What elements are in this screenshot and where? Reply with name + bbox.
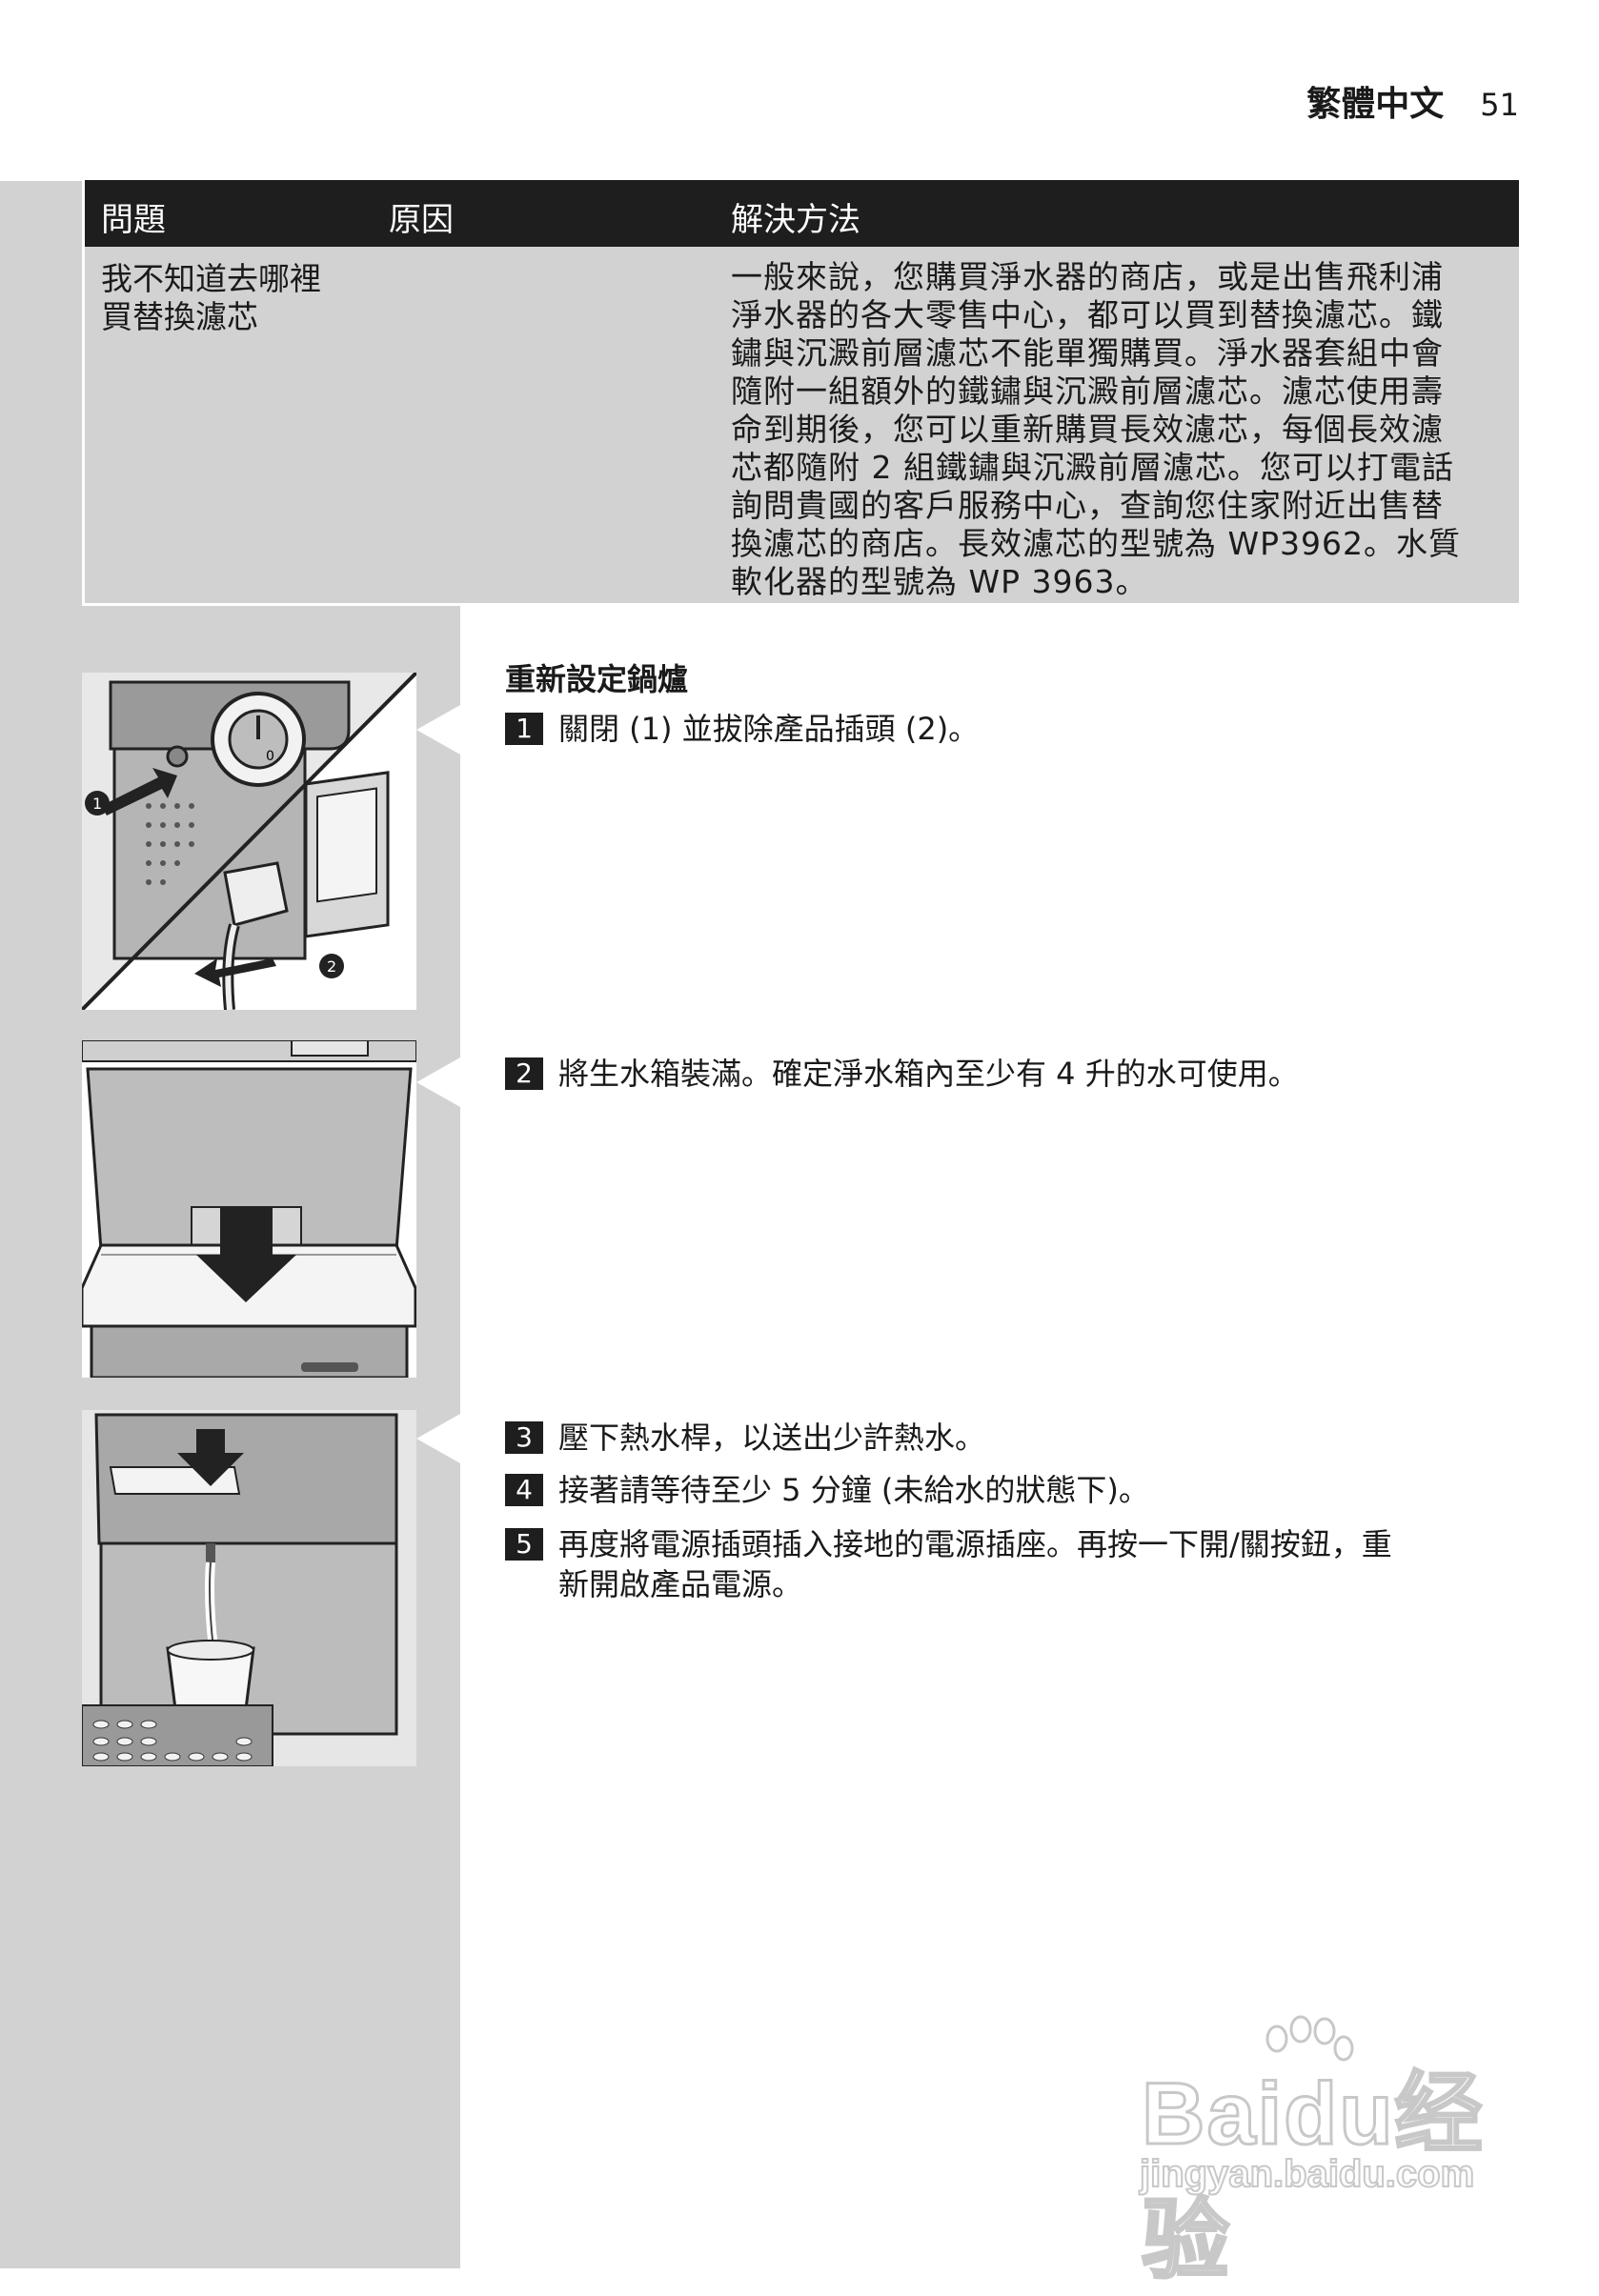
illustration-hot-water <box>82 1410 416 1766</box>
page-number: 51 <box>1480 87 1519 123</box>
solution-line: 軟化器的型號為 WP 3963。 <box>731 563 1148 600</box>
table-header: 問題 原因 解決方法 <box>85 180 1519 247</box>
step-number: 1 <box>505 713 543 745</box>
step-text: 將生水箱裝滿。確定淨水箱內至少有 4 升的水可使用。 <box>558 1056 1299 1092</box>
step-3: 3 壓下熱水桿，以送出少許熱水。 <box>505 1418 1506 1458</box>
watermark-url: jingyan.baidu.com <box>1139 2152 1475 2196</box>
dial-mark: 0 <box>266 749 274 764</box>
step-1: 1 關閉 (1) 並拔除產品插頭 (2)。 <box>505 709 1506 749</box>
step-number: 3 <box>505 1421 543 1454</box>
solution-line: 詢問貴國的客戶服務中心，查詢您住家附近出售替 <box>731 487 1444 524</box>
step-number: 2 <box>505 1057 543 1090</box>
callout-2-label: 2 <box>327 957 336 976</box>
baidu-watermark: Baidu经验 jingyan.baidu.com <box>1134 2010 1515 2291</box>
solution-cell: 一般來說，您購買淨水器的商店，或是出售飛利浦 淨水器的各大零售中心，都可以買到替… <box>731 258 1493 601</box>
solution-line: 鏽與沉澱前層濾芯不能單獨購買。淨水器套組中會 <box>731 334 1444 372</box>
problem-cell: 我不知道去哪裡 買替換濾芯 <box>101 260 387 336</box>
solution-line: 隨附一組額外的鐵鏽與沉澱前層濾芯。濾芯使用壽 <box>731 373 1444 410</box>
header-cause: 原因 <box>389 201 454 239</box>
troubleshooting-table: 問題 原因 解決方法 我不知道去哪裡 買替換濾芯 一般來說，您購買淨水器的商店，… <box>82 177 1522 606</box>
step-number: 4 <box>505 1474 543 1506</box>
solution-line: 淨水器的各大零售中心，都可以買到替換濾芯。鐵 <box>731 296 1444 333</box>
page-header: 繁體中文 51 <box>1306 76 1519 126</box>
solution-line: 換濾芯的商店。長效濾芯的型號為 WP3962。水質 <box>731 525 1462 562</box>
solution-line: 命到期後，您可以重新購買長效濾芯，每個長效濾 <box>731 411 1444 448</box>
solution-line: 芯都隨附 2 組鐵鏽與沉澱前層濾芯。您可以打電話 <box>731 449 1454 486</box>
illustration-pointer <box>416 1057 460 1107</box>
step-text: 接著請等待至少 5 分鐘 (未給水的狀態下)。 <box>558 1472 1149 1508</box>
callout-1-label: 1 <box>92 795 102 813</box>
step-5: 5 再度將電源插頭插入接地的電源插座。再按一下開/關按鈕，重 新開啟產品電源。 <box>505 1524 1506 1604</box>
problem-line: 買替換濾芯 <box>101 298 258 335</box>
illustration-pointer <box>416 1414 460 1463</box>
illustration-pointer <box>416 705 460 755</box>
step-text-line: 再度將電源插頭插入接地的電源插座。再按一下開/關按鈕，重 <box>558 1526 1392 1562</box>
illustration-unplug: 0 1 2 <box>82 673 416 1010</box>
section-title: 重新設定鍋爐 <box>505 661 689 697</box>
step-4: 4 接著請等待至少 5 分鐘 (未給水的狀態下)。 <box>505 1470 1506 1510</box>
step-text: 再度將電源插頭插入接地的電源插座。再按一下開/關按鈕，重 新開啟產品電源。 <box>558 1524 1506 1604</box>
paw-icon <box>1265 2015 1354 2062</box>
step-text: 關閉 (1) 並拔除產品插頭 (2)。 <box>558 711 980 747</box>
solution-line: 一般來說，您購買淨水器的商店，或是出售飛利浦 <box>731 258 1444 295</box>
step-text: 壓下熱水桿，以送出少許熱水。 <box>558 1420 986 1456</box>
problem-line: 我不知道去哪裡 <box>101 260 321 297</box>
step-2: 2 將生水箱裝滿。確定淨水箱內至少有 4 升的水可使用。 <box>505 1054 1506 1094</box>
language-label: 繁體中文 <box>1306 85 1445 124</box>
illustration-fill-tank <box>82 1040 416 1378</box>
step-number: 5 <box>505 1528 543 1561</box>
header-solution: 解決方法 <box>731 201 860 239</box>
step-text-line: 新開啟產品電源。 <box>558 1566 803 1602</box>
table-row: 我不知道去哪裡 買替換濾芯 一般來說，您購買淨水器的商店，或是出售飛利浦 淨水器… <box>85 247 1519 603</box>
header-problem: 問題 <box>101 201 166 239</box>
